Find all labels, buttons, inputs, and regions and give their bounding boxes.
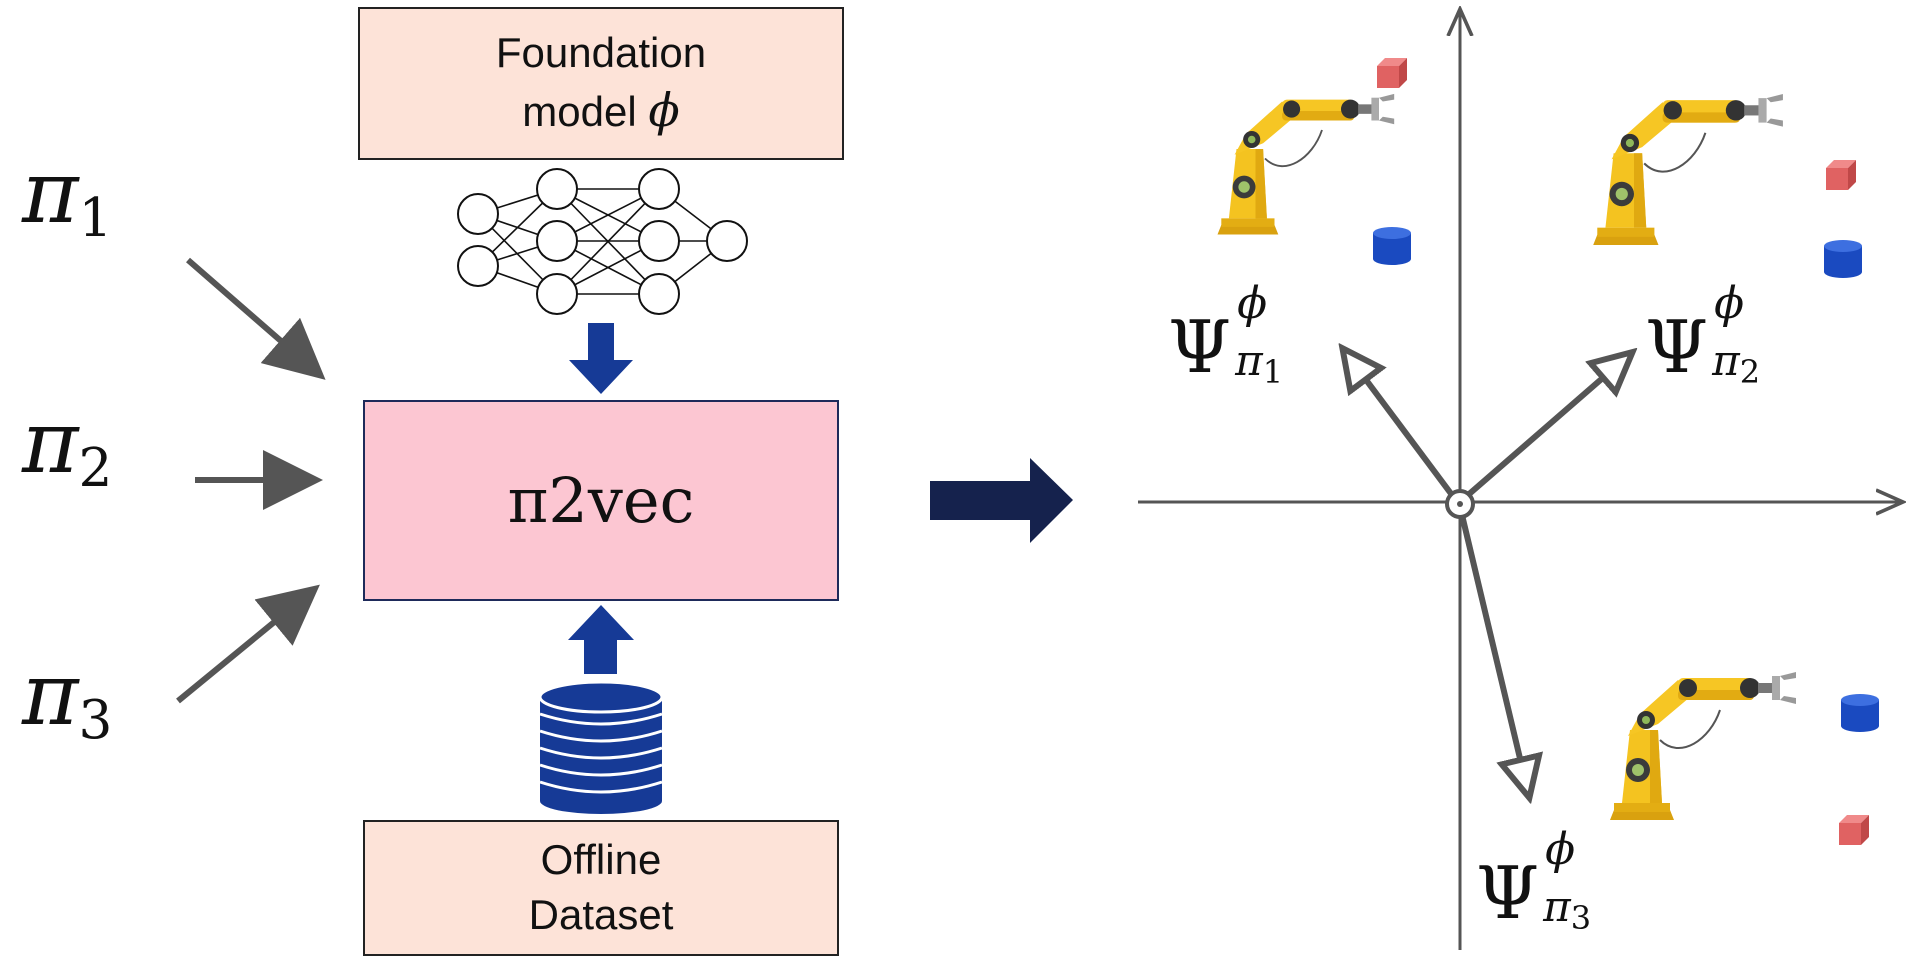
- neural-network-icon: [457, 168, 748, 315]
- blue-cylinder-icon: [1373, 227, 1411, 265]
- blue-cylinder-icon: [1824, 240, 1862, 278]
- foundation-model-line1: Foundation: [495, 29, 707, 77]
- embedding-label-3: Ψ ϕ π3: [1476, 824, 1592, 937]
- red-cube-icon: [1826, 160, 1856, 190]
- foundation-model-box: Foundation model ϕ: [358, 7, 844, 160]
- phi-symbol: ϕ: [648, 82, 680, 137]
- robot-scene-3: [1609, 671, 1879, 845]
- foundation-model-line2: model ϕ: [522, 82, 680, 137]
- robot-arm-icon: [1216, 92, 1396, 236]
- dataset-line2: Dataset: [528, 891, 674, 938]
- foundation-to-pi2vec-arrow: [569, 323, 633, 394]
- policy-label-1: π1: [22, 143, 113, 249]
- embedding-vector-3: [1459, 514, 1528, 792]
- red-cube-icon: [1377, 58, 1407, 88]
- embedding-vector-1: [1346, 353, 1455, 497]
- robot-arm-icon: [1592, 93, 1784, 247]
- offline-dataset-box: Offline Dataset: [363, 820, 839, 956]
- robot-scene-1: [1216, 58, 1411, 265]
- pi2vec-box: π2vec: [363, 400, 839, 601]
- embedding-label-2: Ψ ϕ π2: [1645, 278, 1761, 391]
- robot-scene-2: [1592, 93, 1862, 278]
- database-icon: [538, 680, 664, 814]
- embedding-label-1: Ψ ϕ π1: [1168, 278, 1284, 391]
- pi2vec-label: π2vec: [507, 464, 695, 537]
- policy-label-2: π2: [22, 393, 113, 499]
- input-arrow-3: [176, 584, 320, 704]
- embedding-vector-2: [1466, 356, 1628, 498]
- output-arrow: [930, 458, 1073, 543]
- input-arrow-1: [186, 257, 326, 380]
- blue-cylinder-icon: [1841, 694, 1879, 732]
- red-cube-icon: [1839, 815, 1869, 845]
- dataset-to-pi2vec-arrow: [568, 605, 634, 674]
- dataset-line1: Offline: [540, 836, 662, 884]
- policy-label-3: π3: [22, 645, 113, 751]
- robot-arm-icon: [1609, 671, 1797, 821]
